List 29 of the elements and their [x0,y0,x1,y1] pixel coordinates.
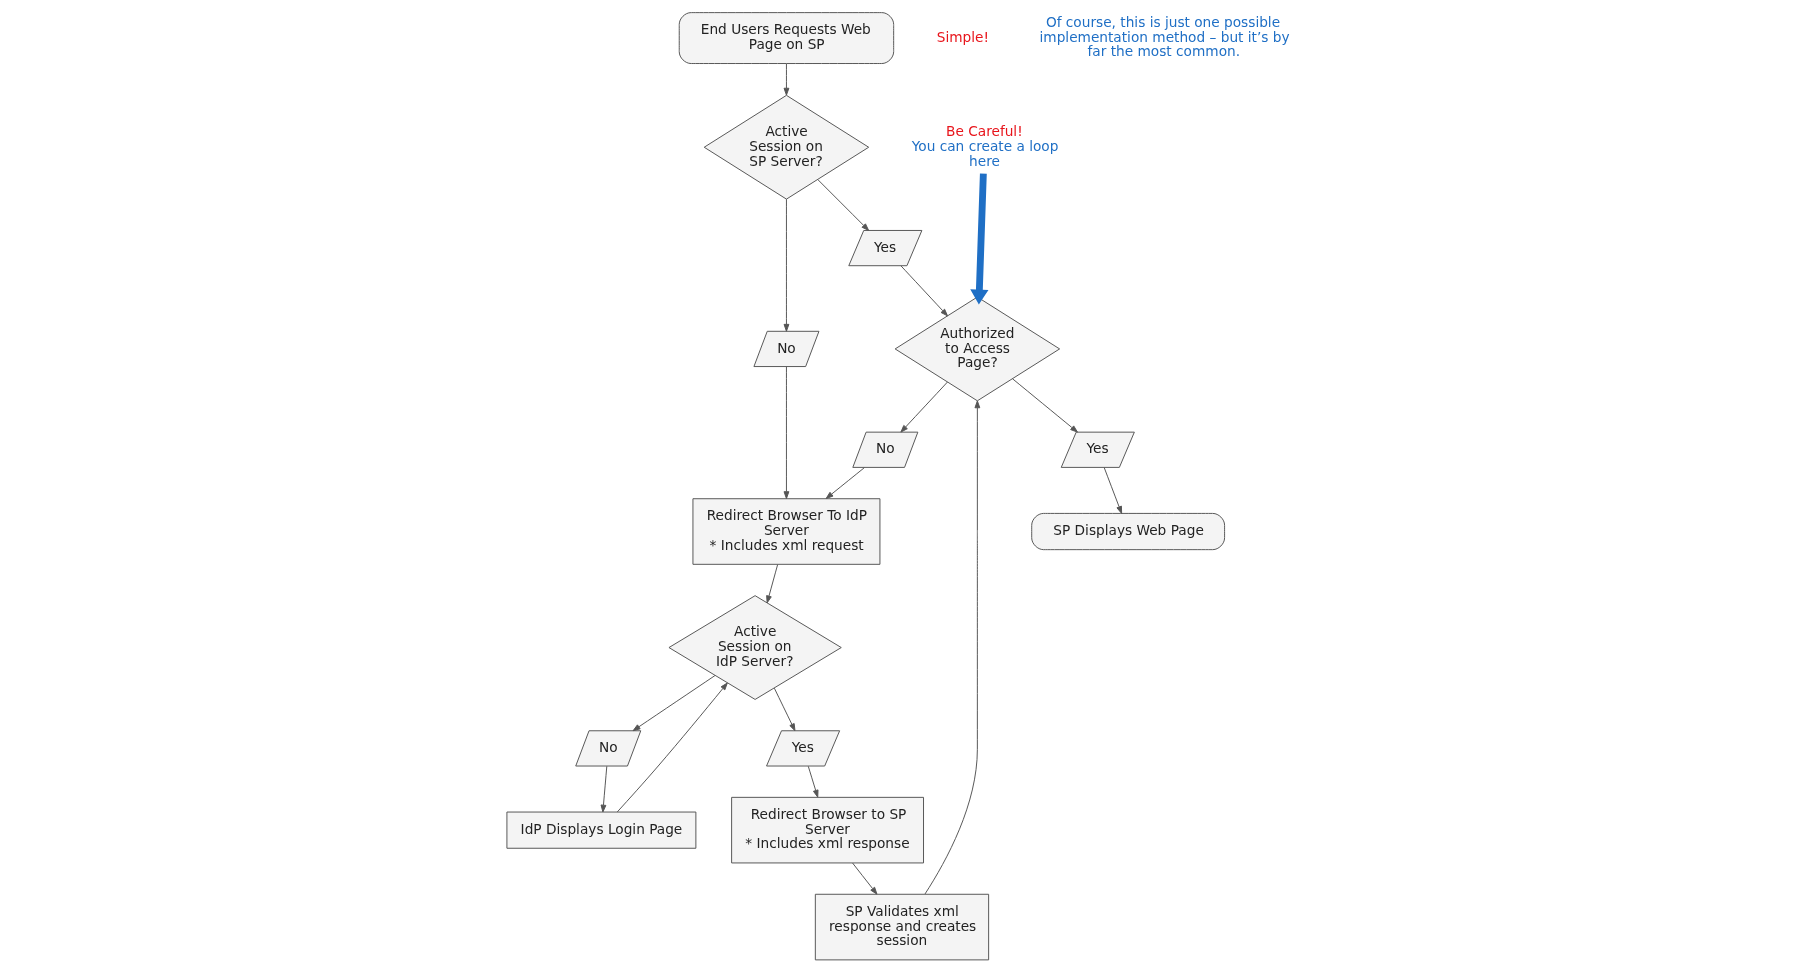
arrow [825,467,865,499]
arrow [807,765,819,798]
arrow [783,198,790,332]
node-box: SP Displays Web Page [1031,512,1226,551]
arrow [766,564,779,604]
arrow [817,179,870,231]
node-box: Redirect Browser to SP Server * Includes xml response [731,796,924,864]
node-diamond: Authorized to Access Page? [894,296,1061,402]
node-box: IdP Displays Login Page [506,811,697,849]
label: Simple! [936,28,989,45]
node-diamond: Active Session on SP Server? [703,94,870,200]
arrow [900,265,948,317]
label: Of course, this is just one possible implementation method – but it’s by far the most common. [1039,14,1290,60]
node-box: End Users Requests Web Page on SP [678,12,895,64]
node-box: SP Validates xml response and creates session [814,893,990,961]
arrow [924,400,981,895]
arrow [783,63,790,96]
arrow [970,173,989,305]
node-text: Be Careful! You can create a loop here [911,123,1059,169]
node-box: Redirect Browser To IdP Server * Includes xml request [692,498,881,565]
arrow [783,366,790,500]
arrow [616,682,728,813]
arrow [632,675,716,732]
arrow [852,862,878,895]
arrow [1103,467,1123,514]
arrow [900,381,948,433]
arrow [1012,378,1078,433]
arrow [600,765,608,813]
arrow [773,687,796,732]
